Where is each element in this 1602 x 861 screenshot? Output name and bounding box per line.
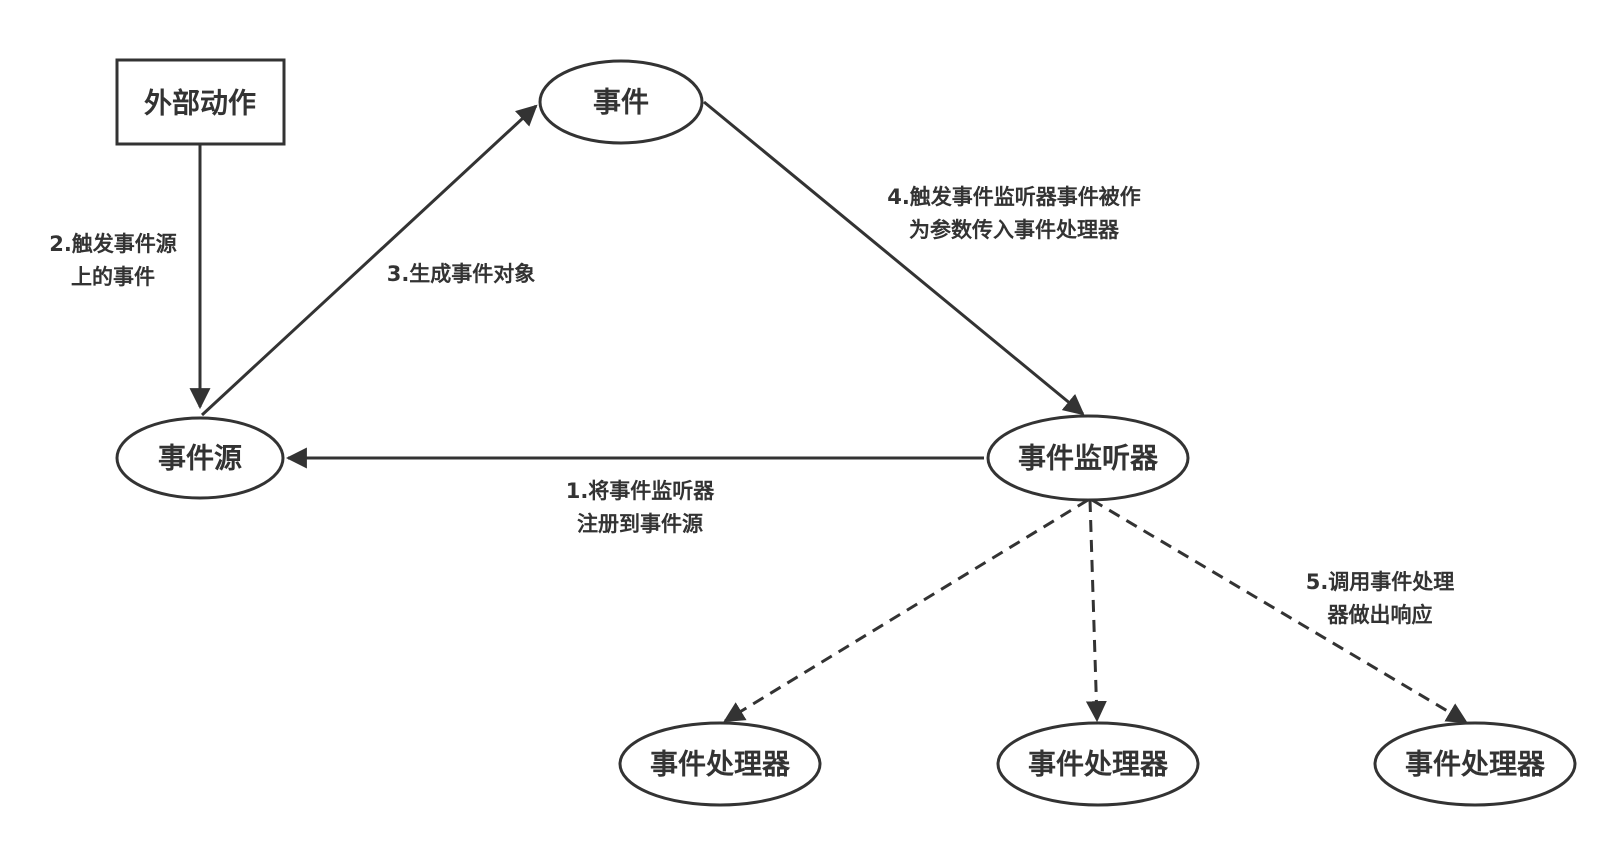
edge-invoke-handler-1: [723, 498, 1089, 723]
label-register: 1.将事件监听器 注册到事件源: [566, 479, 716, 536]
register-label-line2: 注册到事件源: [577, 512, 703, 536]
handler-2-label: 事件处理器: [1028, 748, 1169, 781]
edge-trigger-listener: [703, 100, 1085, 416]
event-source-label: 事件源: [158, 442, 242, 475]
label-invoke-handler: 5.调用事件处理 器做出响应: [1306, 570, 1455, 627]
edge-create-event: [200, 104, 538, 417]
handler-1-label: 事件处理器: [650, 748, 791, 781]
node-event-listener: 事件监听器: [986, 414, 1190, 502]
event-listener-ellipse: [986, 414, 1190, 502]
event-label: 事件: [593, 86, 649, 119]
edges: [189, 100, 1468, 724]
external-action-label: 外部动作: [144, 87, 256, 120]
trigger-source-label-line2: 上的事件: [71, 265, 155, 289]
external-action-box: [115, 58, 286, 146]
node-handler-3: 事件处理器: [1373, 721, 1577, 807]
handler-2-ellipse: [996, 721, 1200, 807]
label-trigger-listener: 4.触发事件监听器事件被作 为参数传入事件处理器: [887, 185, 1141, 242]
register-label-line1: 1.将事件监听器: [566, 479, 716, 503]
node-handler-2: 事件处理器: [996, 721, 1200, 807]
event-listener-label: 事件监听器: [1018, 442, 1159, 475]
event-source-ellipse: [115, 416, 285, 500]
edge-invoke-handler-2: [1085, 499, 1107, 723]
label-trigger-source: 2.触发事件源 上的事件: [49, 232, 177, 289]
trigger-listener-label-line1: 4.触发事件监听器事件被作: [887, 185, 1141, 209]
node-handler-1: 事件处理器: [618, 721, 822, 807]
event-ellipse: [538, 59, 704, 145]
handler-1-ellipse: [618, 721, 822, 807]
node-event-source: 事件源: [115, 416, 285, 500]
invoke-handler-label-line1: 5.调用事件处理: [1306, 570, 1455, 594]
edge-invoke-handler-3: [1091, 498, 1468, 724]
create-event-label-line1: 3.生成事件对象: [387, 262, 536, 286]
node-event: 事件: [538, 59, 704, 145]
invoke-handler-label-line2: 器做出响应: [1327, 603, 1433, 627]
trigger-listener-label-line2: 为参数传入事件处理器: [909, 218, 1120, 242]
node-external-action: 外部动作: [115, 58, 286, 146]
handler-3-label: 事件处理器: [1405, 748, 1546, 781]
handler-3-ellipse: [1373, 721, 1577, 807]
trigger-source-label-line1: 2.触发事件源: [49, 232, 177, 256]
label-create-event: 3.生成事件对象: [387, 262, 536, 286]
